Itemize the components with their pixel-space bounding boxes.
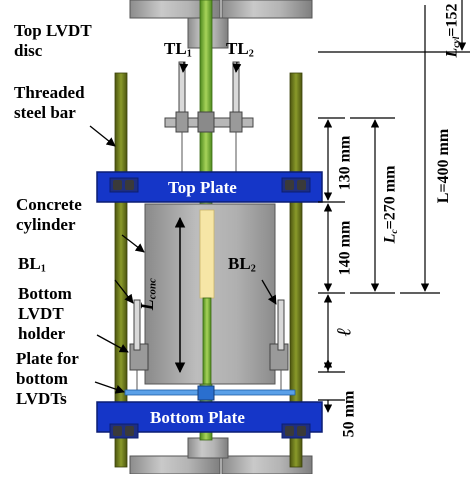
dim-lc: Lc=270 mm <box>381 165 400 244</box>
leader-lines <box>89 61 277 394</box>
label-top-lvdt-disc-line1: Top LVDT <box>14 21 92 40</box>
bottom-plate <box>96 401 323 439</box>
label-concrete-line1: Concrete <box>16 195 82 214</box>
dim-l-total: L=400 mm <box>435 128 453 204</box>
dim-140mm: 140 mm <box>336 220 354 276</box>
top-lvdt-disc <box>164 111 254 133</box>
label-top-lvdt-disc-line2: disc <box>14 41 43 60</box>
label-bottom-plate: Bottom Plate <box>150 408 245 427</box>
label-l-conc: Lconc <box>136 278 159 311</box>
lvdt-tl2 <box>232 61 240 172</box>
label-bottom-holder-line1: Bottom <box>18 284 72 303</box>
dim-ell: ℓ <box>333 327 356 337</box>
top-loading-head <box>129 0 313 49</box>
label-bottom-holder-line2: LVDT <box>18 304 64 323</box>
label-plate-bottom-lvdt-line1: Plate for <box>16 349 79 368</box>
inner-rod <box>202 297 212 385</box>
lvdt-tl1 <box>178 61 186 172</box>
label-bl2: BL2 <box>228 254 256 275</box>
label-bl1: BL1 <box>18 254 46 275</box>
dim-130mm: 130 mm <box>336 135 354 191</box>
label-top-plate: Top Plate <box>168 178 237 197</box>
label-plate-bottom-lvdt-line3: LVDTs <box>16 389 67 408</box>
strain-gauge-strip <box>199 209 215 299</box>
bottom-lvdt-holder-right <box>269 299 289 392</box>
bottom-lvdt-plate-hub <box>197 385 215 401</box>
dim-lcyl: Lcyl=152 <box>443 3 462 58</box>
label-bottom-holder-line3: holder <box>18 324 66 343</box>
label-plate-bottom-lvdt-line2: bottom <box>16 369 68 388</box>
dim-50mm: 50 mm <box>340 390 358 438</box>
bottom-lvdt-holder-left <box>129 299 149 392</box>
label-tl2: TL2 <box>226 39 254 60</box>
dimension-lines <box>318 0 470 413</box>
top-plate <box>96 171 323 203</box>
bottom-loading-head <box>129 437 313 475</box>
label-tl1: TL1 <box>164 39 192 60</box>
label-threaded-bar-line1: Threaded <box>14 83 85 102</box>
label-concrete-line2: cylinder <box>16 215 76 234</box>
label-threaded-bar-line2: steel bar <box>14 103 76 122</box>
